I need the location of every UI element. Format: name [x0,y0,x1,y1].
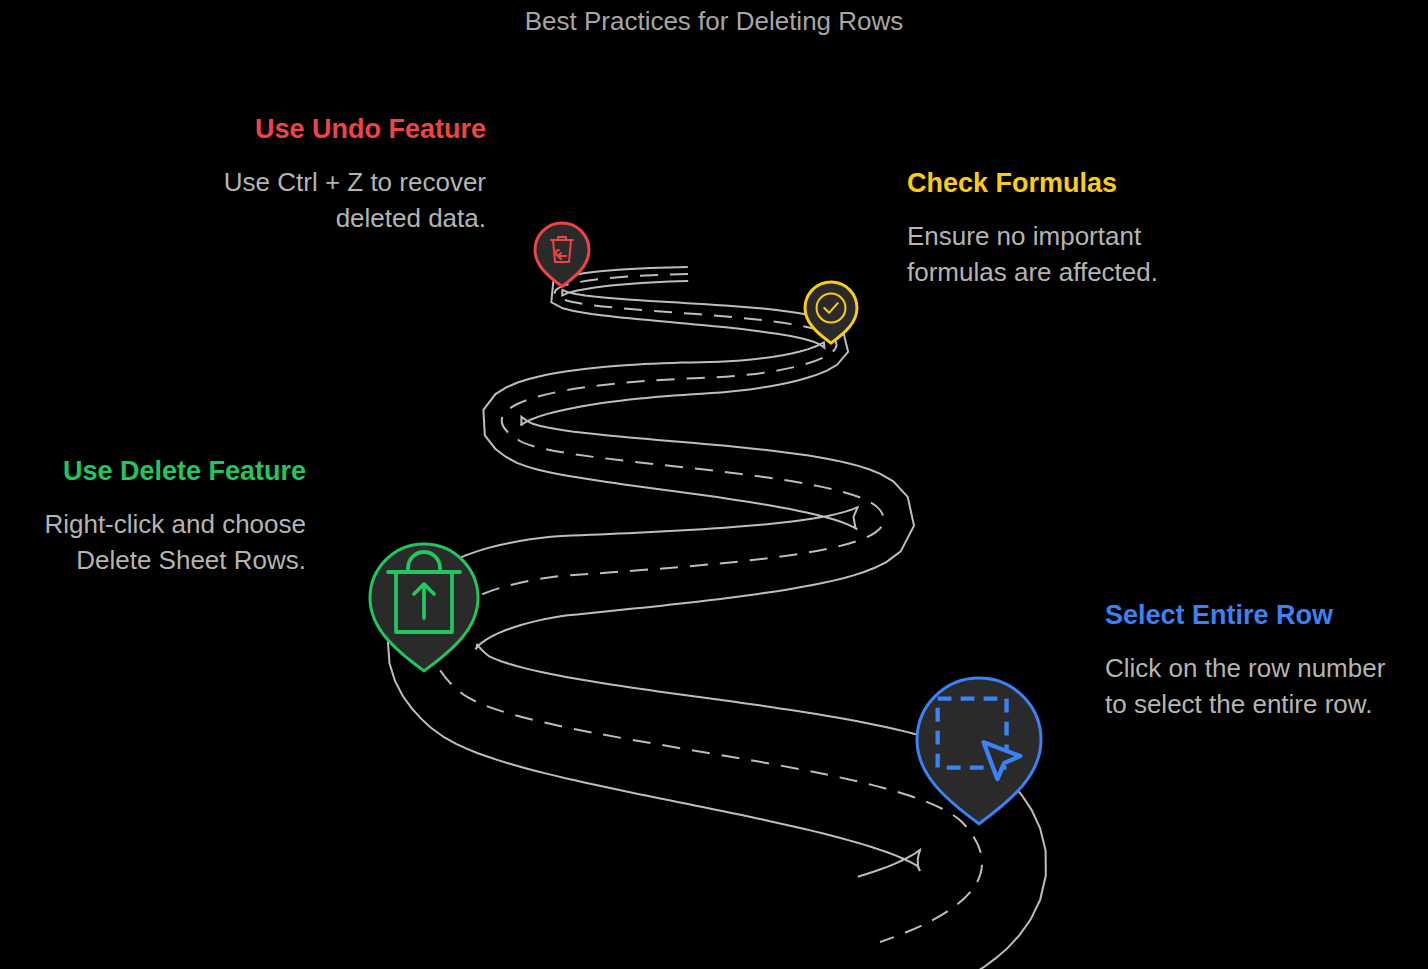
icon-bin [553,240,571,262]
step-marker: Select Entire RowClick on the row number… [1105,598,1405,722]
step-marker: Use Delete FeatureRight-click and choose… [16,454,306,578]
step-description: Ensure no important formulas are affecte… [907,218,1207,290]
step-heading: Check Formulas [907,166,1207,200]
pin-outline [370,544,478,671]
step-heading: Use Undo Feature [186,112,486,146]
step-heading: Select Entire Row [1105,598,1405,632]
icon-lid [551,239,573,241]
icon-circle [817,294,846,323]
step-marker: Check FormulasEnsure no important formul… [907,166,1207,290]
map-pin [364,538,484,677]
step-heading: Use Delete Feature [16,454,306,488]
pin-outline [917,678,1041,824]
icon-undo-arrow [556,250,566,259]
diagram-title: Best Practices for Deleting Rows [0,4,1428,38]
icon-handle [408,552,440,572]
map-pin [911,672,1047,830]
pin-outline [535,223,589,286]
pin-outline [805,282,857,343]
map-pin [529,217,595,292]
step-description: Click on the row number to select the en… [1105,650,1405,722]
map-pin [799,276,863,349]
road-centerline [432,274,982,942]
step-description: Use Ctrl + Z to recover deleted data. [186,164,486,236]
road-dash [432,274,982,942]
step-marker: Use Undo FeatureUse Ctrl + Z to recover … [186,112,486,236]
icon-handle [558,237,566,240]
icon-up-arrow [414,584,434,618]
icon-bin [396,572,452,632]
icon-check [824,303,837,313]
road-edge [476,281,1046,969]
icon-cursor [984,742,1021,779]
step-description: Right-click and choose Delete Sheet Rows… [16,506,306,578]
icon-lid [388,570,460,574]
